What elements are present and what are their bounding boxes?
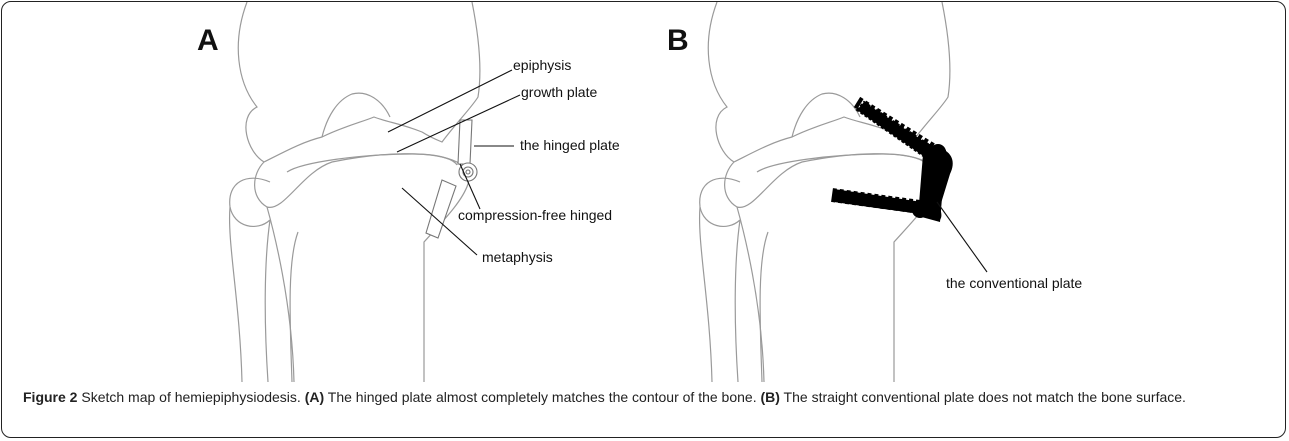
caption-b-text: The straight conventional plate does not… [780, 389, 1186, 405]
panel-b-letter: B [667, 24, 689, 57]
leader-epiphysis [388, 70, 512, 132]
label-epiphysis: epiphysis [513, 57, 571, 73]
label-compression-free: compression-free hinged [458, 207, 612, 223]
label-metaphysis: metaphysis [482, 249, 553, 265]
caption-b-tag: (B) [760, 389, 779, 405]
figure-illustration: A epiphysis growth plate the hinged plat… [2, 2, 1286, 382]
caption-a-text: The hinged plate almost completely match… [324, 389, 760, 405]
conventional-plate-drawing [832, 102, 953, 222]
label-conventional-plate: the conventional plate [946, 275, 1082, 291]
caption-a-tag: (A) [305, 389, 324, 405]
caption-figure-label: Figure 2 [23, 389, 77, 405]
caption-title: Sketch map of hemiepiphysiodesis. [77, 389, 304, 405]
label-growth-plate: growth plate [521, 84, 597, 100]
label-hinged-plate: the hinged plate [520, 137, 620, 153]
panel-a-letter: A [197, 24, 219, 57]
leader-conventional-plate [937, 202, 987, 272]
figure-caption: Figure 2 Sketch map of hemiepiphysiodesi… [23, 386, 1273, 408]
